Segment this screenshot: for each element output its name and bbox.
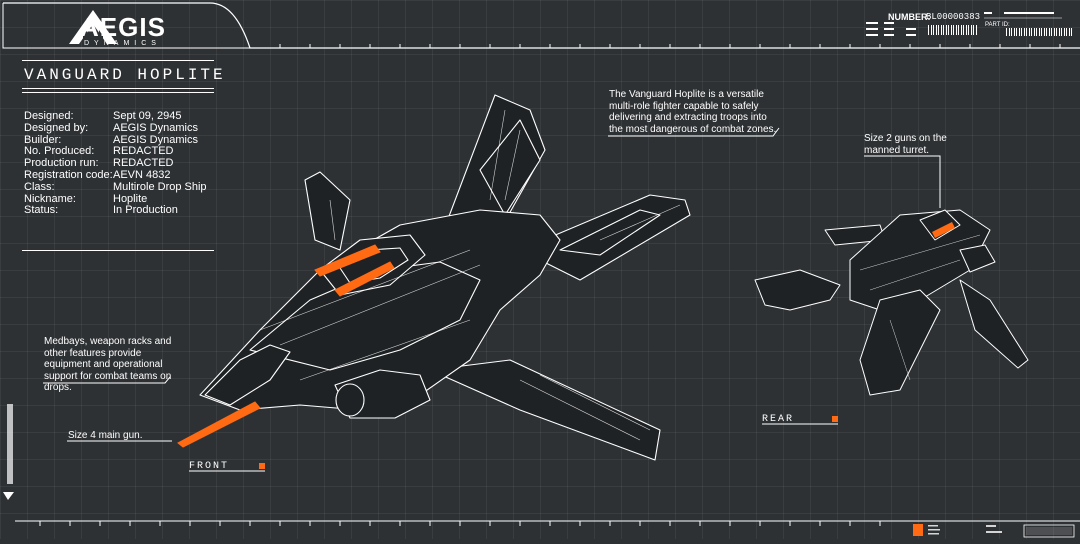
spec-row: Nickname: Hoplite xyxy=(24,192,207,206)
part-barcode-icon xyxy=(1006,28,1072,36)
front-marker-icon xyxy=(259,463,265,469)
spec-row: Class: Multirole Drop Ship xyxy=(24,180,207,194)
spec-row: Builder: AEGIS Dynamics xyxy=(24,133,207,147)
spec-key: Designed by: xyxy=(24,121,89,134)
spec-value: REDACTED xyxy=(113,145,174,158)
medbay-note: Medbays, weapon racks and other features… xyxy=(44,336,172,393)
spec-row: Status: In Production xyxy=(24,205,207,217)
main-gun-note: Size 4 main gun. xyxy=(68,430,143,441)
spec-row: No. Produced: REDACTED xyxy=(24,146,207,158)
spec-row: Designed by: AEGIS Dynamics xyxy=(24,121,207,135)
spec-key: No. Produced: xyxy=(24,145,95,158)
spec-row: Registration code:AEVN 4832 xyxy=(24,168,207,182)
spec-value: Hoplite xyxy=(113,192,148,205)
aegis-logo-icon xyxy=(69,10,117,44)
part-id-label: PART ID: xyxy=(985,22,1010,28)
spec-row: Production run: REDACTED xyxy=(24,157,207,170)
footer-bar xyxy=(0,516,1080,539)
title-rule-2 xyxy=(22,92,214,93)
rear-marker-icon xyxy=(832,416,838,422)
spec-list: Designed: Sept 09, 2945 Designed by: AEGIS… xyxy=(24,110,207,217)
spec-key: Designed: xyxy=(24,110,74,122)
description-note: The Vanguard Hoplite is a versatile mult… xyxy=(609,89,777,135)
brand-name: AEGIS xyxy=(80,12,166,42)
spec-value: Multirole Drop Ship xyxy=(113,180,207,193)
spec-key: Nickname: xyxy=(24,192,76,205)
spec-value: In Production xyxy=(113,204,178,217)
footer-frame xyxy=(15,520,1080,538)
number-label: NUMBER: xyxy=(888,12,931,22)
spec-value: REDACTED xyxy=(113,157,174,170)
title-rule-top xyxy=(22,60,214,61)
spec-key: Production run: xyxy=(24,157,99,170)
spec-row: Designed: Sept 09, 2945 xyxy=(24,110,207,123)
ship-title: VANGUARD HOPLITE xyxy=(24,66,226,84)
header-bar: AEGIS DYNAMICS NUMBER: BL00000383 PART I… xyxy=(0,0,1080,50)
number-value: BL00000383 xyxy=(926,12,981,22)
brand-subtitle: DYNAMICS xyxy=(84,40,161,47)
spec-value: AEGIS Dynamics xyxy=(113,133,198,146)
spec-key: Registration code: xyxy=(24,168,113,181)
header-frame xyxy=(2,2,1080,49)
specs-rule-bottom xyxy=(22,250,214,251)
spec-value: Sept 09, 2945 xyxy=(113,110,182,122)
rear-view-label: REAR xyxy=(762,414,795,425)
spec-value: AEVN 4832 xyxy=(113,168,171,181)
spec-value: AEGIS Dynamics xyxy=(113,121,198,134)
barcode-icon xyxy=(928,25,978,35)
header-detail-lines xyxy=(866,12,1062,36)
turret-note: Size 2 guns on the manned turret. xyxy=(864,133,947,156)
spec-key: Builder: xyxy=(24,133,62,146)
spec-key: Status: xyxy=(24,204,59,217)
title-rule-1 xyxy=(22,88,214,89)
spec-key: Class: xyxy=(24,180,55,193)
front-view-label: FRONT xyxy=(189,461,230,472)
